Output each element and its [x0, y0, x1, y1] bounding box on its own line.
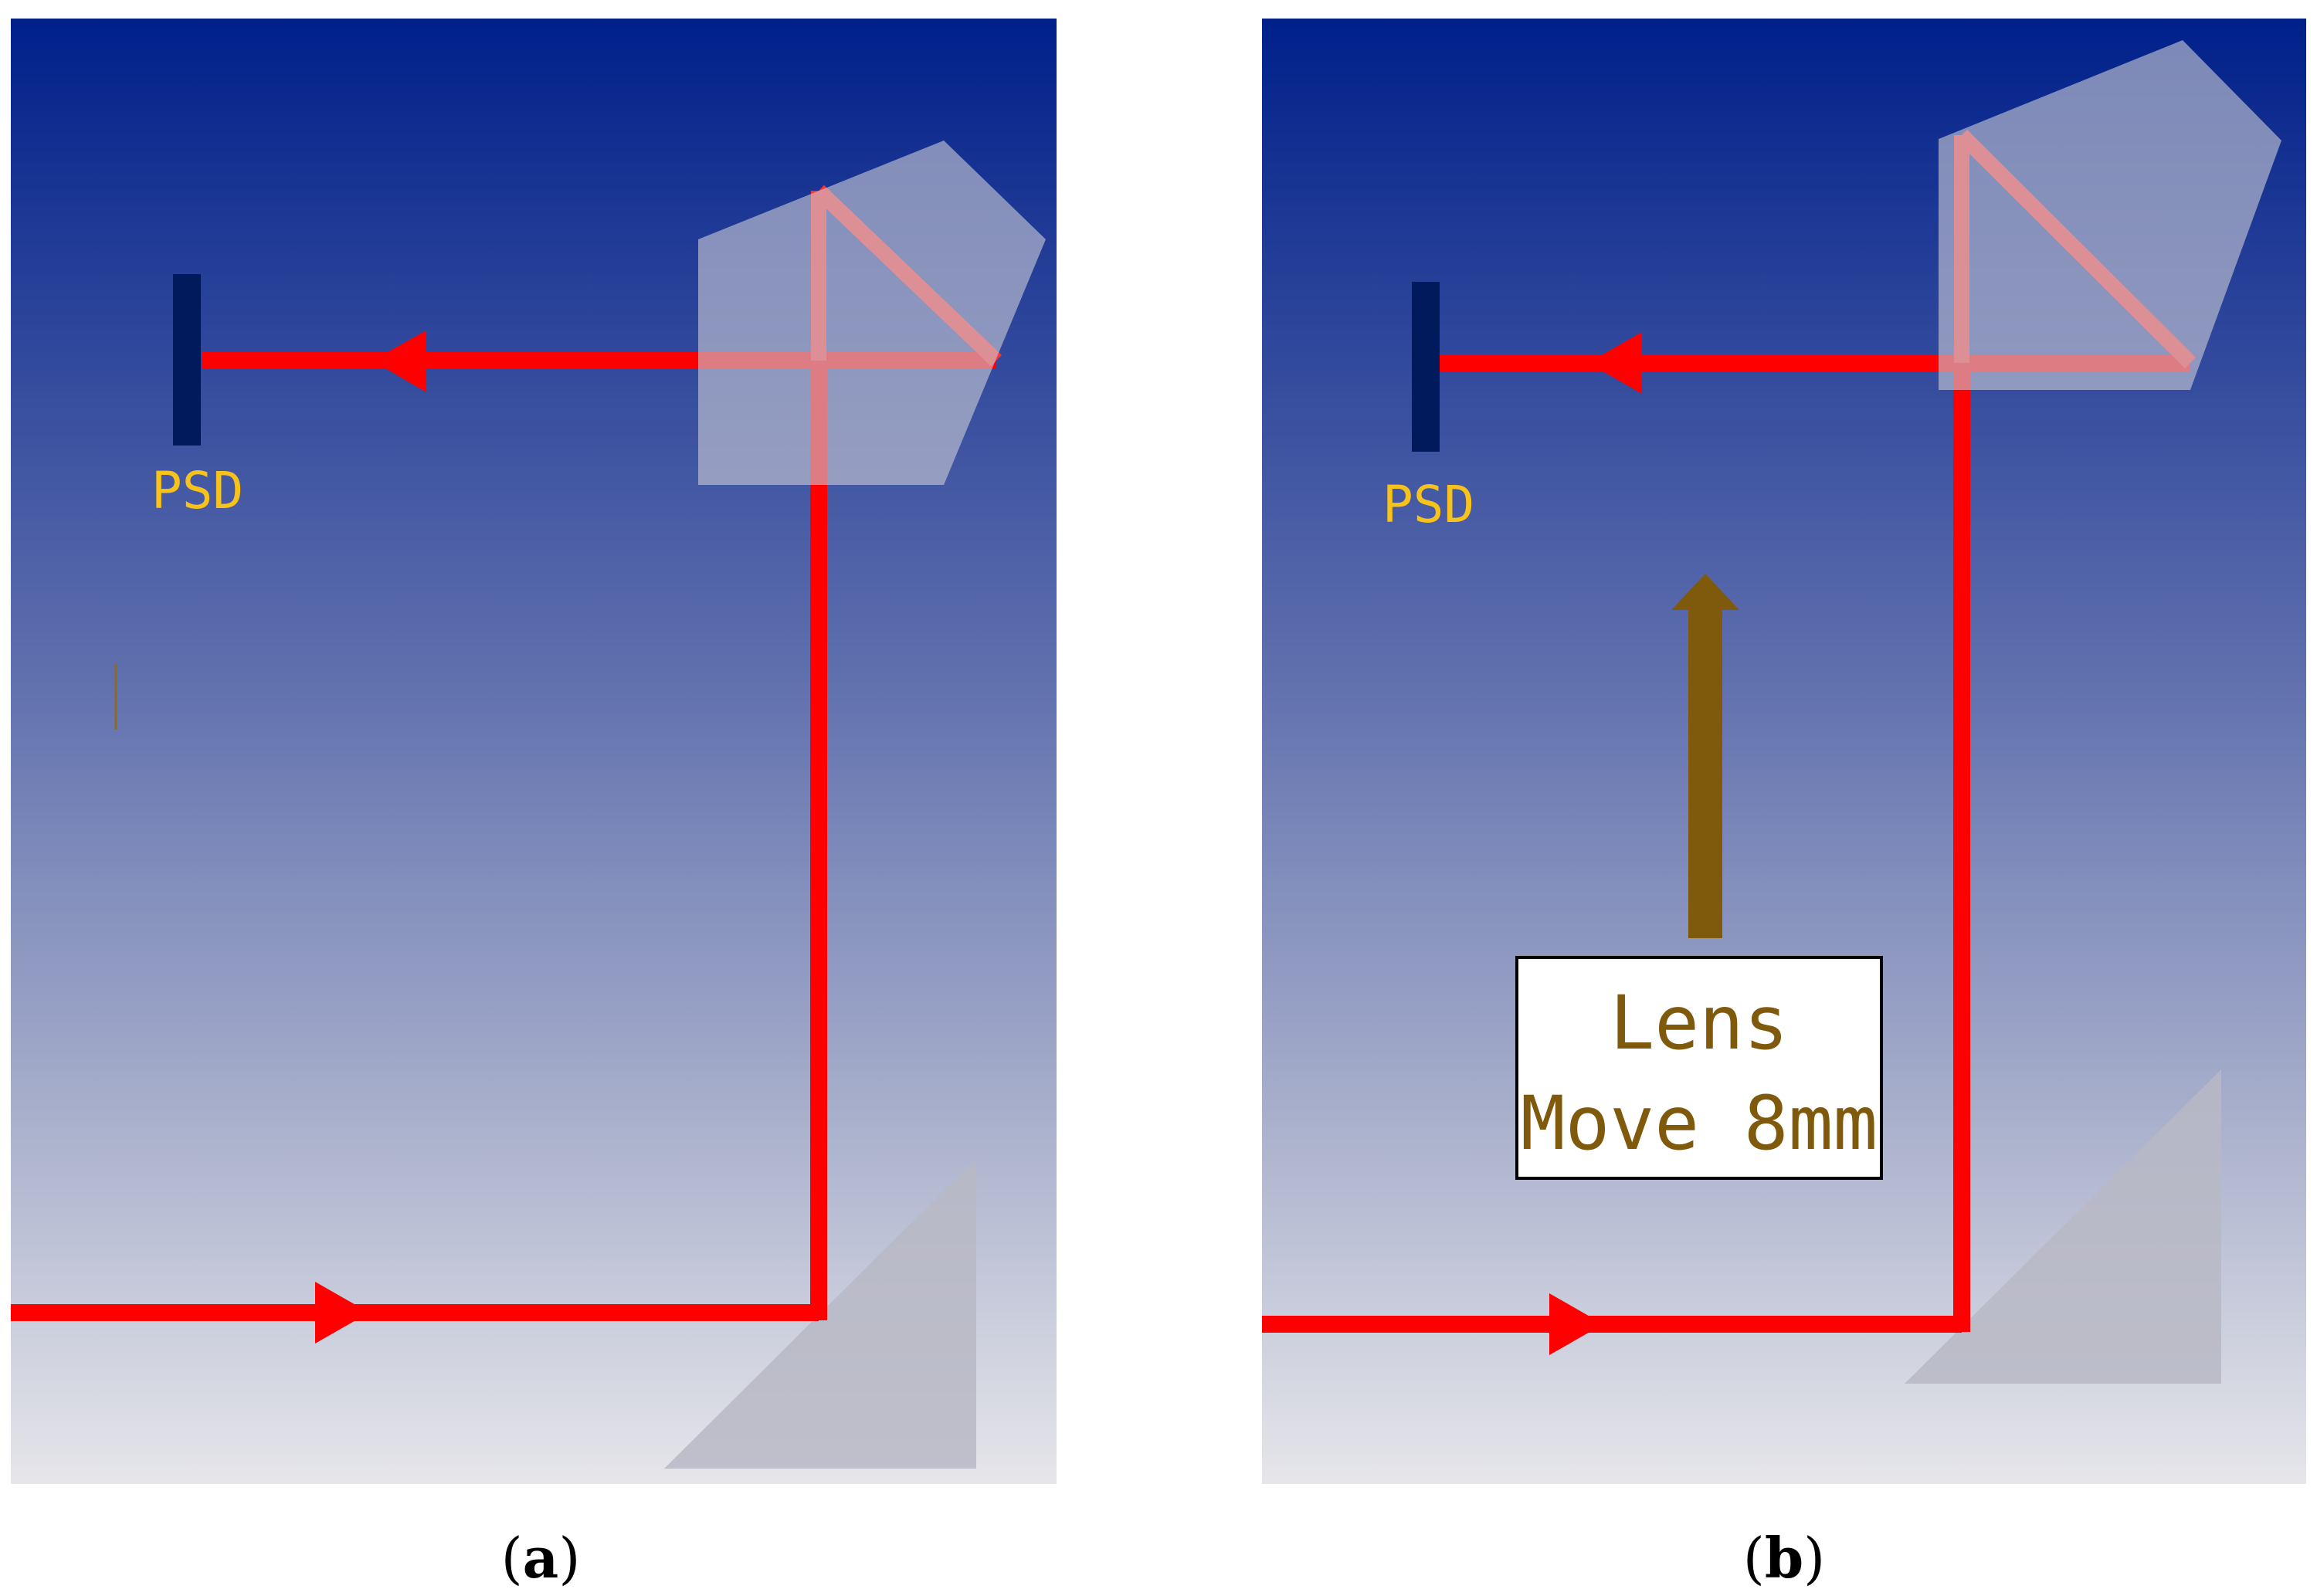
lens-annotation: Lens Move 8mm — [1515, 956, 1883, 1180]
psd-label: PSD — [1382, 475, 1474, 534]
beam-arrow-right — [315, 1282, 369, 1344]
panel-a: PSD — [11, 19, 1057, 1484]
pentaprism — [698, 141, 1046, 485]
caption-b-letter: b — [1765, 1525, 1803, 1591]
psd-detector — [1412, 282, 1440, 452]
annotation-line-2: Move 8mm — [1521, 1080, 1878, 1167]
annotation-box — [1515, 956, 1883, 1180]
panel-b: PSD Lens Move 8mm — [1262, 19, 2306, 1484]
bottom-prism — [1905, 1069, 2221, 1384]
beam-arrow-left — [372, 330, 426, 392]
annotation-line-1: Lens — [1610, 980, 1788, 1066]
caption-a-letter: a — [523, 1525, 559, 1591]
caption-a: (a) — [501, 1525, 581, 1591]
caption-b: (b) — [1743, 1525, 1826, 1591]
move-arrow — [1671, 574, 1739, 938]
beam-arrow-right — [1549, 1293, 1603, 1355]
beam-arrow-left — [1588, 332, 1642, 394]
pentaprism — [1939, 40, 2281, 390]
psd-label: PSD — [151, 461, 243, 520]
psd-detector — [173, 274, 201, 446]
